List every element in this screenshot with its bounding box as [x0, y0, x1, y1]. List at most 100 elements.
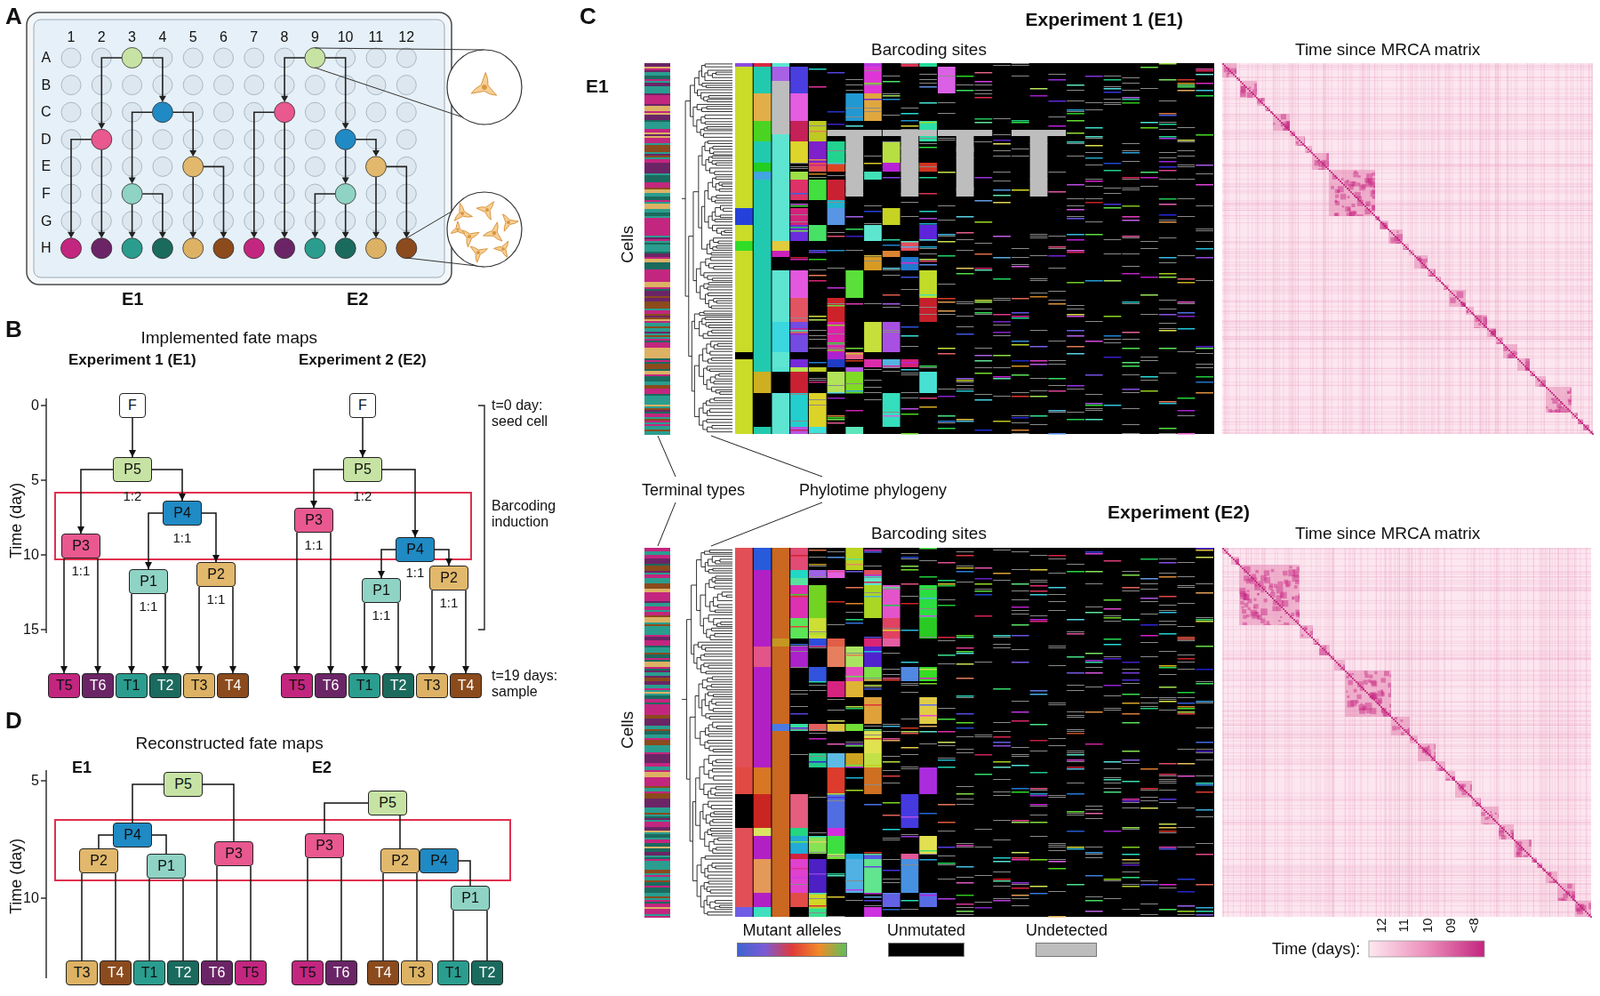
lineage-connector — [313, 469, 344, 508]
lineage-line — [344, 204, 347, 234]
text-label: t=0 day: seed cell — [491, 397, 565, 431]
lineage-line — [131, 204, 134, 234]
terminal-type-box: T2 — [471, 960, 504, 985]
well — [91, 238, 112, 258]
text-label: 09 — [1441, 917, 1457, 933]
nucleus — [476, 250, 480, 255]
legend-text: Mutant alleles — [743, 920, 842, 940]
node-label: P2 — [440, 569, 458, 586]
text-label: 1:1 — [440, 594, 459, 610]
axis-tick — [40, 553, 47, 555]
terminal-type-box: T5 — [280, 672, 313, 698]
well — [304, 129, 325, 150]
arrowhead — [359, 449, 367, 457]
lineage-connector — [152, 834, 167, 854]
text-label: Time (day) — [7, 837, 26, 913]
panel-letter: A — [5, 3, 23, 31]
lineage-line — [192, 176, 194, 234]
well — [396, 102, 416, 122]
text-label: Phylotime phylogeny — [799, 480, 947, 500]
text-label: Time (day) — [7, 481, 26, 558]
text-label: 1:2 — [123, 488, 143, 504]
axis-tick — [40, 896, 47, 898]
arrowhead — [280, 96, 288, 103]
terminal-type-box: T6 — [81, 672, 114, 698]
arrowhead — [250, 232, 258, 239]
node-label: P1 — [461, 889, 480, 906]
progenitor-box: P4 — [162, 500, 202, 526]
node-label: T3 — [191, 677, 208, 694]
text-label: 15 — [23, 621, 40, 638]
progenitor-box: P5 — [112, 456, 152, 482]
text-label: E1 — [121, 288, 144, 310]
lineage-connector — [431, 590, 433, 673]
axis-tick — [40, 404, 47, 406]
arrowhead — [342, 232, 350, 239]
lineage-line — [344, 149, 347, 179]
leader-line — [711, 502, 823, 546]
seeded-well — [152, 238, 173, 259]
well — [122, 48, 143, 68]
well — [396, 48, 416, 68]
lineage-connector — [80, 872, 83, 960]
cell — [470, 246, 488, 263]
terminal-type-box: T1 — [348, 672, 381, 698]
lineage-connector — [80, 469, 113, 534]
arrowhead — [77, 526, 85, 534]
induction-window — [55, 492, 472, 560]
lineage-connector — [464, 590, 467, 673]
text-label: B — [41, 77, 52, 94]
well — [274, 238, 295, 258]
seeded-well — [243, 238, 264, 259]
well — [304, 75, 325, 96]
color-bar — [1368, 940, 1485, 957]
seeded-well — [213, 238, 234, 259]
panel-letter: B — [5, 316, 23, 344]
nucleus — [506, 220, 511, 224]
well — [214, 129, 234, 150]
arrowhead — [327, 665, 335, 673]
node-label: P4 — [173, 504, 192, 521]
seeded-well — [91, 128, 112, 150]
seeded-well — [274, 102, 296, 123]
terminal-type-box: T4 — [216, 672, 249, 698]
node-label: P3 — [224, 845, 243, 862]
arrowhead — [159, 96, 167, 103]
cell — [503, 214, 520, 232]
text-label: Terminal types — [641, 480, 745, 500]
progenitor-box: P5 — [163, 771, 203, 797]
lineage-connector — [96, 558, 99, 673]
node-label: P5 — [174, 776, 192, 792]
arrowhead — [60, 665, 68, 673]
node-label: P5 — [123, 461, 142, 478]
text-label: 1:1 — [207, 591, 226, 607]
nucleus — [467, 234, 472, 239]
text-label: 1:2 — [353, 488, 373, 504]
arrowhead — [161, 665, 169, 673]
lineage-line — [254, 112, 275, 234]
well — [366, 238, 386, 258]
well — [214, 238, 234, 258]
well — [244, 75, 264, 96]
seeded-well — [396, 238, 417, 259]
induction-window — [55, 819, 511, 880]
legend-swatch — [888, 942, 965, 957]
node-label: P4 — [123, 826, 142, 843]
lineage-connector — [382, 872, 384, 960]
lineage-line — [132, 112, 153, 179]
cell — [471, 72, 497, 96]
text-label: G — [40, 213, 52, 230]
well — [336, 184, 356, 204]
lineage-connector — [363, 602, 366, 673]
text-label: <8 — [1464, 917, 1480, 933]
lineage-connector — [458, 860, 471, 886]
arrowhead — [67, 232, 75, 239]
terminal-type-box: T3 — [416, 672, 448, 698]
terminal-type-box: T4 — [367, 960, 400, 985]
leader-line — [711, 435, 823, 477]
arrowhead — [97, 122, 105, 129]
terminal-type-box: T5 — [291, 960, 324, 985]
plate-deck — [33, 19, 445, 278]
arrowhead — [189, 232, 197, 239]
arrowhead — [372, 150, 380, 157]
